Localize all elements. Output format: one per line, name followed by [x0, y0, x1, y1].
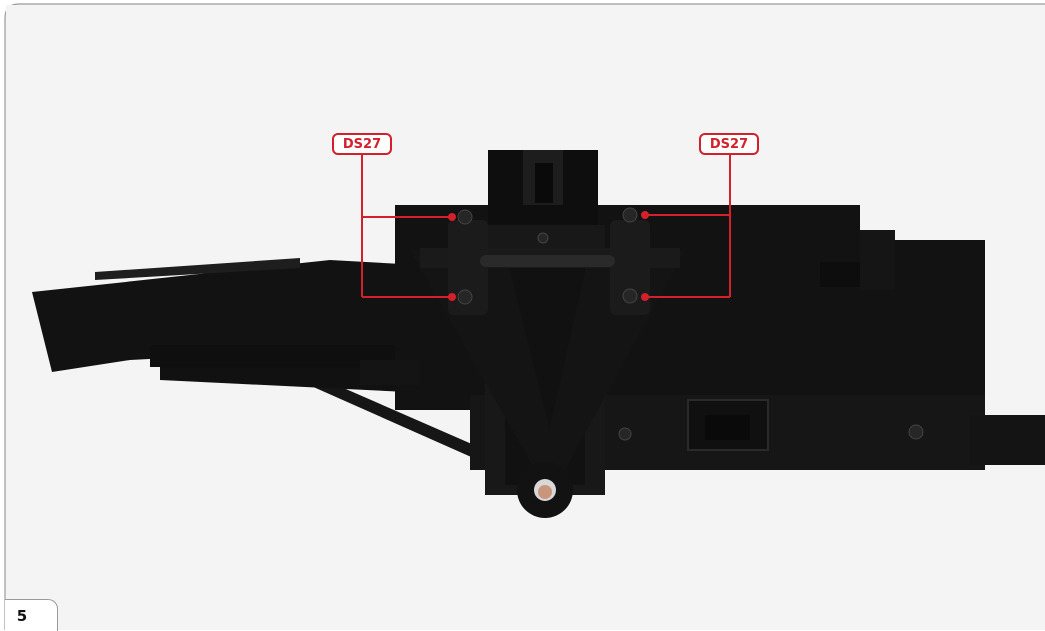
callout-leader-right: [645, 155, 731, 298]
screw-heads: [457, 207, 924, 441]
screw-icon: [457, 209, 473, 225]
callout-dot: [448, 213, 456, 221]
callout-dot: [448, 293, 456, 301]
part-callout-right: DS27: [699, 133, 759, 155]
screw-icon: [908, 424, 924, 440]
screw-icon: [622, 207, 638, 223]
callout-leader-left: [361, 155, 452, 298]
screw-icon: [457, 289, 473, 305]
screw-icon: [537, 232, 549, 244]
step-number: 5: [16, 606, 28, 625]
step-badge: 5: [5, 599, 58, 631]
hinge-assembly: [448, 220, 650, 315]
part-callout-left: DS27: [332, 133, 392, 155]
screw-icon: [618, 427, 632, 441]
screw-icon: [622, 288, 638, 304]
callout-dot: [641, 211, 649, 219]
callout-dot: [641, 293, 649, 301]
